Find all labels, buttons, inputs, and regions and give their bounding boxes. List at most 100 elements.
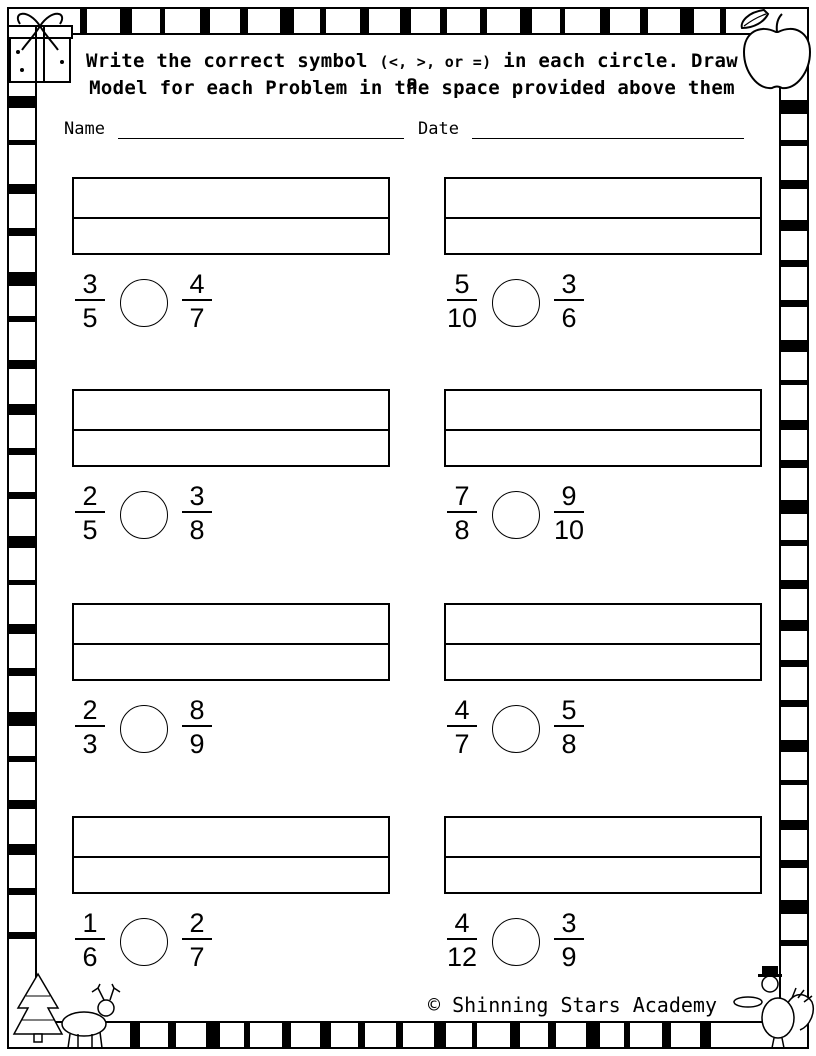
model-box-divider xyxy=(74,217,388,219)
model-box[interactable] xyxy=(444,603,762,681)
border-stripes-left xyxy=(8,96,36,939)
border-stripes-bottom xyxy=(130,1022,711,1048)
fraction-denominator: 12 xyxy=(446,942,478,972)
instructions-line-2: Model for each Problem in the space prov… xyxy=(89,77,735,99)
fraction-numerator: 5 xyxy=(561,695,577,725)
fraction-bar xyxy=(75,299,105,301)
answer-circle[interactable] xyxy=(120,918,168,966)
model-box[interactable] xyxy=(72,603,390,681)
fraction-denominator: 3 xyxy=(82,729,98,759)
fraction-numerator: 7 xyxy=(454,481,470,511)
fraction-numerator: 2 xyxy=(189,908,205,938)
instructions-text-b: in each circle. Draw a xyxy=(406,50,738,94)
model-box[interactable] xyxy=(444,177,762,255)
copyright-text: © Shinning Stars Academy xyxy=(428,993,717,1017)
reindeer-icon xyxy=(61,983,121,1049)
fraction-denominator: 7 xyxy=(454,729,470,759)
fraction-denominator: 8 xyxy=(561,729,577,759)
fraction-bar xyxy=(75,725,105,727)
fraction-numerator: 4 xyxy=(189,269,205,299)
fraction-denominator: 8 xyxy=(454,515,470,545)
model-box-divider xyxy=(74,856,388,858)
model-box-divider xyxy=(446,856,760,858)
fraction-numerator: 1 xyxy=(82,908,98,938)
fraction-numerator: 3 xyxy=(561,269,577,299)
model-box-divider xyxy=(446,429,760,431)
winter-tree-icon xyxy=(12,972,64,1043)
fraction-denominator: 6 xyxy=(561,303,577,333)
gift-icon xyxy=(7,12,73,83)
fraction-bar xyxy=(447,938,477,940)
instructions-text-a: Write the correct symbol xyxy=(85,50,368,72)
model-box[interactable] xyxy=(72,816,390,894)
fraction-denominator: 10 xyxy=(446,303,478,333)
fraction-bar xyxy=(75,938,105,940)
answer-circle[interactable] xyxy=(120,705,168,753)
fraction-denominator: 9 xyxy=(189,729,205,759)
model-box-divider xyxy=(446,643,760,645)
model-box[interactable] xyxy=(444,816,762,894)
fraction-numerator: 2 xyxy=(82,481,98,511)
fraction-denominator: 5 xyxy=(82,515,98,545)
date-label: Date xyxy=(418,119,459,139)
model-box-divider xyxy=(74,429,388,431)
fraction-numerator: 3 xyxy=(82,269,98,299)
fraction-numerator: 2 xyxy=(82,695,98,725)
answer-circle[interactable] xyxy=(492,705,540,753)
fraction-numerator: 4 xyxy=(454,695,470,725)
answer-circle[interactable] xyxy=(120,279,168,327)
model-box-divider xyxy=(74,643,388,645)
fraction-denominator: 7 xyxy=(189,303,205,333)
fraction-denominator: 6 xyxy=(82,942,98,972)
fraction-bar xyxy=(75,511,105,513)
fraction-denominator: 5 xyxy=(82,303,98,333)
model-box[interactable] xyxy=(72,389,390,467)
model-box[interactable] xyxy=(72,177,390,255)
fraction-denominator: 8 xyxy=(189,515,205,545)
fraction-numerator: 4 xyxy=(454,908,470,938)
fraction-denominator: 10 xyxy=(553,515,585,545)
fraction-bar xyxy=(447,725,477,727)
model-box-divider xyxy=(446,217,760,219)
fraction-numerator: 3 xyxy=(189,481,205,511)
answer-circle[interactable] xyxy=(492,918,540,966)
fraction-bar xyxy=(447,299,477,301)
border-stripes-top xyxy=(80,8,726,34)
fraction-numerator: 5 xyxy=(454,269,470,299)
instructions-symbols: (<, >, or =) xyxy=(379,53,492,71)
answer-circle[interactable] xyxy=(120,491,168,539)
name-field[interactable] xyxy=(118,138,404,139)
answer-circle[interactable] xyxy=(492,279,540,327)
fraction-bar xyxy=(554,511,584,513)
fraction-bar xyxy=(447,511,477,513)
date-field[interactable] xyxy=(472,138,744,139)
fraction-bar xyxy=(182,299,212,301)
fraction-bar xyxy=(182,938,212,940)
model-box[interactable] xyxy=(444,389,762,467)
answer-circle[interactable] xyxy=(492,491,540,539)
fraction-numerator: 9 xyxy=(561,481,577,511)
fraction-bar xyxy=(554,299,584,301)
border-stripes-right xyxy=(780,100,808,946)
apple-icon xyxy=(740,8,812,90)
fraction-denominator: 9 xyxy=(561,942,577,972)
fraction-denominator: 7 xyxy=(189,942,205,972)
fraction-bar xyxy=(182,725,212,727)
fraction-bar xyxy=(182,511,212,513)
